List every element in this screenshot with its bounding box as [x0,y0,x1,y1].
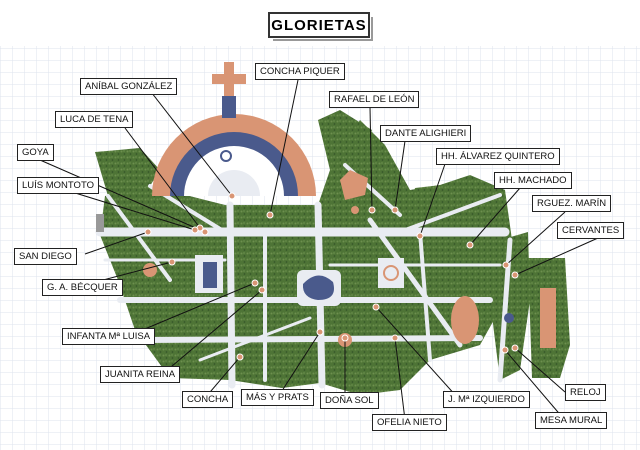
label-concha-piquer: CONCHA PIQUER [255,63,345,80]
label-dante-alighieri: DANTE ALIGHIERI [380,125,472,142]
label-reloj: RELOJ [565,384,606,401]
label-san-diego: SAN DIEGO [14,248,77,265]
label-mesa-mural: MESA MURAL [535,412,608,429]
park-features [96,170,556,348]
label-infanta-maria-luisa: INFANTA Mª LUISA [62,328,156,345]
label-machado: HH. MACHADO [494,172,572,189]
label-luis-montoto: LUÍS MONTOTO [17,177,99,194]
label-rguez-marin: RGUEZ. MARÍN [532,195,612,212]
leader-lines [39,79,599,421]
label-luca-de-tena: LUCA DE TENA [55,111,134,128]
label-rafael-de-leon: RAFAEL DE LEÓN [329,91,420,108]
label-ofelia-nieto: OFELIA NIETO [372,414,447,431]
map-title: GLORIETAS [268,12,373,41]
label-alvarez-quintero: HH. ÁLVAREZ QUINTERO [436,148,560,165]
label-dona-sol: DOÑA SOL [320,392,379,409]
glorieta-markers [144,192,519,361]
label-anibal-gonzalez: ANÍBAL GONZÁLEZ [80,78,178,95]
park-paths [95,163,513,389]
label-concha: CONCHA [182,391,234,408]
label-goya: GOYA [17,144,54,161]
label-becquer: G. A. BÉCQUER [42,279,123,296]
label-cervantes: CERVANTES [557,222,625,239]
label-jm-izquierdo: J. Mª IZQUIERDO [443,391,530,408]
label-mas-y-prats: MÁS Y PRATS [241,389,314,406]
label-juanita-reina: JUANITA REINA [100,366,181,383]
semicircular-plaza [152,62,316,196]
